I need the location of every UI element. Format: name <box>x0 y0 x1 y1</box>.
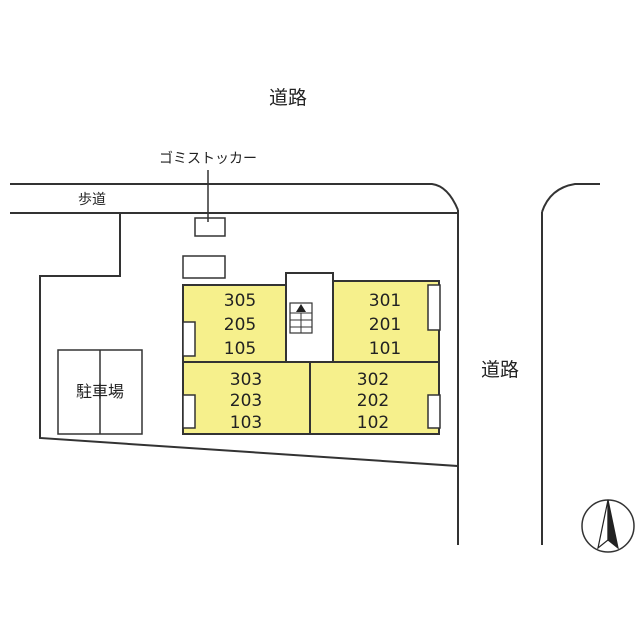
unit-303: 303 <box>230 370 262 390</box>
balcony-notch <box>427 394 441 429</box>
road-top-label: 道路 <box>269 87 307 109</box>
balcony-notch <box>182 321 196 357</box>
unit-101: 101 <box>369 339 401 359</box>
road-edge-top-right <box>541 183 600 213</box>
road-edge-top <box>10 183 459 211</box>
unit-205: 205 <box>224 315 256 335</box>
stairs-icon <box>289 302 313 334</box>
unit-202: 202 <box>357 391 389 411</box>
bicycle-area-box <box>182 255 226 279</box>
balcony-notch <box>182 394 196 429</box>
garbage-stocker-label: ゴミストッカー <box>159 150 257 167</box>
unit-105: 105 <box>224 339 256 359</box>
sidewalk-label: 歩道 <box>78 192 106 208</box>
unit-301: 301 <box>369 291 401 311</box>
unit-102: 102 <box>357 413 389 433</box>
balcony-notch <box>427 284 441 331</box>
unit-302: 302 <box>357 370 389 390</box>
unit-103: 103 <box>230 413 262 433</box>
unit-305: 305 <box>224 291 256 311</box>
unit-201: 201 <box>369 315 401 335</box>
unit-203: 203 <box>230 391 262 411</box>
unit-block-top-right <box>332 280 440 363</box>
road-right-label: 道路 <box>481 359 519 381</box>
unit-block-bottom-right <box>309 361 440 435</box>
north-arrow-icon <box>581 499 635 553</box>
site-boundary <box>39 210 459 468</box>
parking-label: 駐車場 <box>76 382 124 401</box>
garbage-stocker-box <box>194 217 226 237</box>
